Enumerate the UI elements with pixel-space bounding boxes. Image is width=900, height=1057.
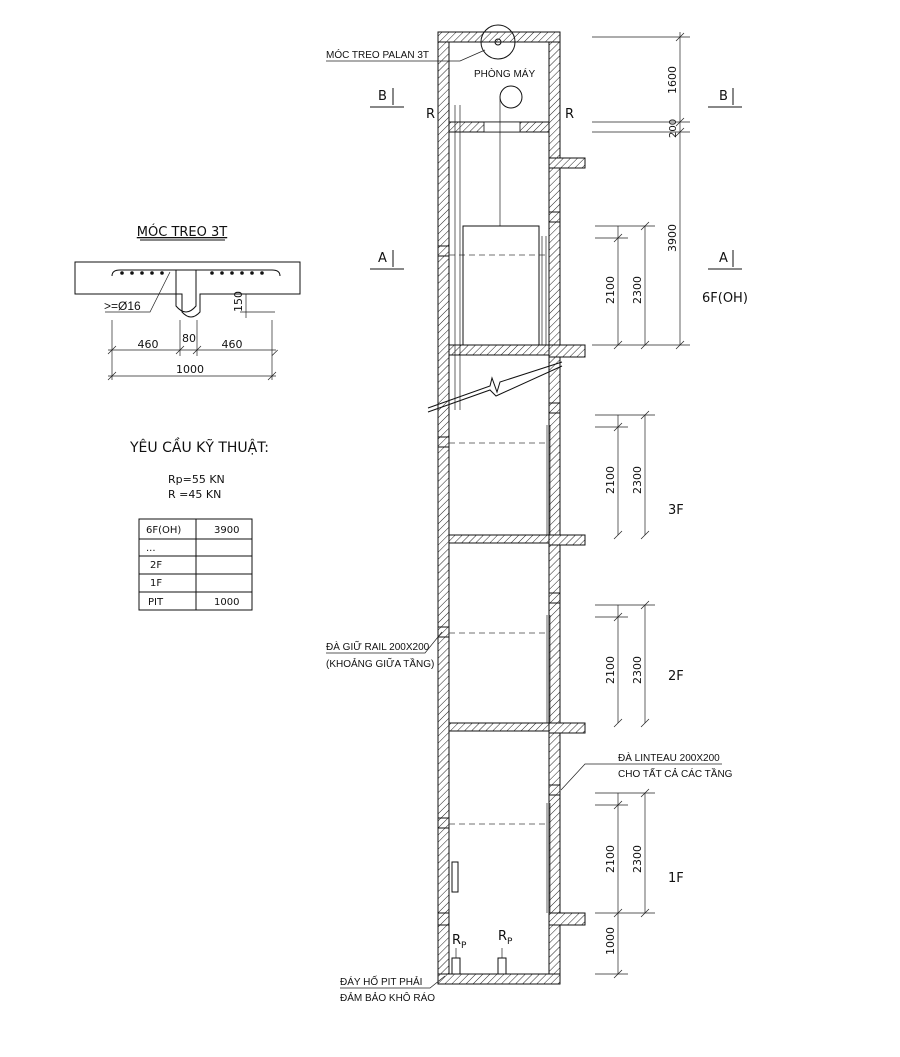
requirements-table: 6F(OH) 3900 ... 2F 1F PIT 1000 <box>138 518 253 611</box>
pit-label-1: ĐÁY HỐ PIT PHẢI <box>340 974 422 988</box>
table-cell-1-0: ... <box>146 543 156 554</box>
rp-label-left: RP <box>452 933 467 951</box>
hook-palan-label: MÓC TREO PALAN 3T <box>326 48 429 61</box>
dim-2100-f3: 2100 <box>604 466 617 494</box>
floor-label-3f: 3F <box>668 503 684 518</box>
requirement-r: R =45 KN <box>168 488 221 501</box>
machine-room-label: PHÒNG MÁY <box>474 67 535 80</box>
rail-r-right: R <box>565 107 574 122</box>
table-cell-4-0: PIT <box>148 597 164 608</box>
table-cell-3-0: 1F <box>150 578 162 589</box>
dim-2300-f3: 2300 <box>631 466 644 494</box>
dim-460-right: 460 <box>222 338 243 351</box>
rail-r-left: R <box>426 107 435 122</box>
dimension-chains: 1600 200 3900 2100 2300 2100 2300 <box>592 32 690 979</box>
motor-sheave-icon <box>499 85 523 109</box>
hook-circle-icon <box>480 24 516 60</box>
dim-1000: 1000 <box>176 363 204 376</box>
pit-floor <box>437 973 561 985</box>
rebar-label: >=Ø16 <box>104 299 141 313</box>
rebar-leader <box>105 271 171 313</box>
dim-200: 200 <box>668 119 679 138</box>
shaft-section <box>427 24 586 985</box>
table-cell-4-1: 1000 <box>214 597 239 608</box>
lintel-label-1: ĐÀ LINTEAU 200X200 <box>618 751 720 764</box>
dim-2100-f1: 2100 <box>604 845 617 873</box>
car-buffer <box>497 957 507 975</box>
lintel-label-2: CHO TẤT CẢ CÁC TẦNG <box>618 767 733 780</box>
dim-2300-f2: 2300 <box>631 656 644 684</box>
floor-label-1f: 1F <box>668 871 684 886</box>
floor-label-2f: 2F <box>668 669 684 684</box>
elevator-cabin <box>462 225 540 346</box>
requirement-rp: Rp=55 KN <box>168 473 225 486</box>
roof-slab <box>437 31 561 43</box>
dim-150-text: 150 <box>232 291 245 312</box>
floor-label-6f: 6F(OH) <box>702 291 748 306</box>
dim-1000-pit: 1000 <box>604 927 617 955</box>
counterweight <box>451 861 459 893</box>
shaft-labels: MÓC TREO PALAN 3T PHÒNG MÁY B B R R A A … <box>326 48 742 1004</box>
section-b-right: B <box>719 89 728 104</box>
hook-detail: MÓC TREO 3T >=Ø16 150 460 8 <box>74 224 301 381</box>
dim-2100-f6: 2100 <box>604 276 617 304</box>
right-wall <box>548 31 561 985</box>
rebar-dots <box>120 271 264 275</box>
dim-1600: 1600 <box>666 66 679 94</box>
dim-2300-f6: 2300 <box>631 276 644 304</box>
rp-label-right: RP <box>498 929 513 947</box>
floor-labels: 6F(OH) 3F 2F 1F <box>668 291 748 886</box>
break-line <box>427 361 563 409</box>
dim-80: 80 <box>182 332 196 345</box>
requirements-block: YÊU CẦU KỸ THUẬT: Rp=55 KN R =45 KN 6F(O… <box>129 437 269 611</box>
pit-label-2: ĐẢM BẢO KHÔ RÁO <box>340 991 435 1004</box>
table-cell-2-0: 2F <box>150 560 162 571</box>
section-a-left: A <box>378 251 387 266</box>
dim-3900: 3900 <box>666 224 679 252</box>
dim-2300-f1: 2300 <box>631 845 644 873</box>
table-cell-0-1: 3900 <box>214 525 239 536</box>
left-wall <box>437 31 450 985</box>
rail-beam-label-1: ĐÀ GIỮ RAIL 200X200 <box>326 640 430 653</box>
dim-460-left: 460 <box>138 338 159 351</box>
section-b-left: B <box>378 89 387 104</box>
counterweight-buffer <box>451 957 461 975</box>
landing-doors <box>546 425 551 913</box>
floor-slabs <box>437 157 586 926</box>
dim-2100-f2: 2100 <box>604 656 617 684</box>
dashed-levels <box>449 254 549 825</box>
rail-beam-label-2: (KHOẢNG GIỮA TẦNG) <box>326 657 434 670</box>
hook-u-bar <box>175 270 197 313</box>
table-cell-0-0: 6F(OH) <box>146 525 181 536</box>
section-a-right: A <box>719 251 728 266</box>
rail-beams <box>437 211 561 829</box>
requirements-title: YÊU CẦU KỸ THUẬT: <box>129 437 269 456</box>
hook-detail-title: MÓC TREO 3T <box>137 224 227 240</box>
hook-slab-outline <box>74 261 301 318</box>
